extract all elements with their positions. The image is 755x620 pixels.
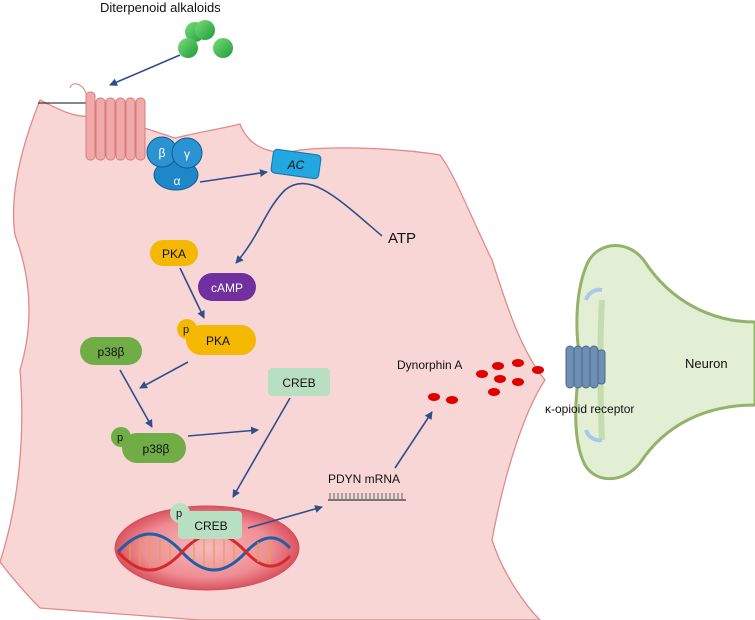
arrow-pp38-creb	[187, 426, 259, 437]
pcreb-label: CREB	[194, 519, 227, 533]
pka-node	[150, 240, 198, 266]
ggamma-label: γ	[184, 147, 190, 161]
pp38b-node	[122, 433, 186, 463]
p38b-node	[80, 337, 142, 365]
g-protein: β γ α	[146, 136, 203, 191]
arrow-alkaloid-receptor	[109, 54, 181, 86]
pcreb-p-label: p	[176, 508, 182, 520]
pcreb-node	[178, 511, 242, 539]
vesicle-top	[584, 287, 603, 301]
cell-membrane	[0, 99, 546, 620]
ppka-label: PKA	[206, 334, 230, 348]
arrow-gprotein-ac	[199, 169, 268, 183]
vesicle-bottom	[584, 429, 603, 443]
ppka-phospho	[177, 319, 197, 339]
creb-node	[268, 368, 330, 396]
pcreb-phospho	[170, 503, 190, 523]
ac-label: AC	[287, 158, 305, 172]
camp-node	[198, 273, 256, 301]
arrow-p38-pp38	[119, 369, 153, 428]
ppka-node	[186, 325, 256, 355]
ac-enzyme: AC	[270, 148, 322, 180]
arrow-pka-ppka	[179, 267, 205, 319]
galpha-label: α	[174, 174, 181, 188]
dynorphin-dots	[428, 359, 544, 404]
gpcr-receptor	[69, 83, 146, 161]
mrna-strand	[328, 493, 406, 501]
arrow-mrna-dynorphin	[394, 411, 433, 469]
pp38b-phospho	[111, 427, 131, 447]
creb-label: CREB	[282, 376, 315, 390]
arrow-creb-nucleus	[232, 397, 291, 498]
camp-label: cAMP	[211, 281, 243, 295]
pka-label: PKA	[162, 247, 186, 261]
pp38b-label: p38β	[143, 442, 170, 456]
diterpenoid-label: Diterpenoid alkaloids	[100, 0, 221, 15]
kappa-opioid-receptor	[565, 345, 606, 389]
dynorphin-label: Dynorphin A	[397, 358, 462, 372]
pp38b-p-label: p	[117, 432, 123, 444]
pdyn-mrna-label: PDYN mRNA	[328, 472, 400, 486]
p38b-label: p38β	[98, 345, 125, 359]
atp-label: ATP	[388, 230, 416, 247]
arrow-atp-camp	[235, 182, 383, 264]
gbeta-label: β	[159, 146, 166, 160]
kappa-receptor-label: κ-opioid receptor	[545, 402, 634, 416]
arrow-nucleus-mrna	[247, 505, 323, 529]
ppka-p-label: p	[183, 324, 189, 336]
neuron-label: Neuron	[685, 356, 728, 371]
arrow-ppka-p38	[139, 361, 189, 389]
diterpenoid-alkaloid-molecules	[178, 20, 233, 58]
